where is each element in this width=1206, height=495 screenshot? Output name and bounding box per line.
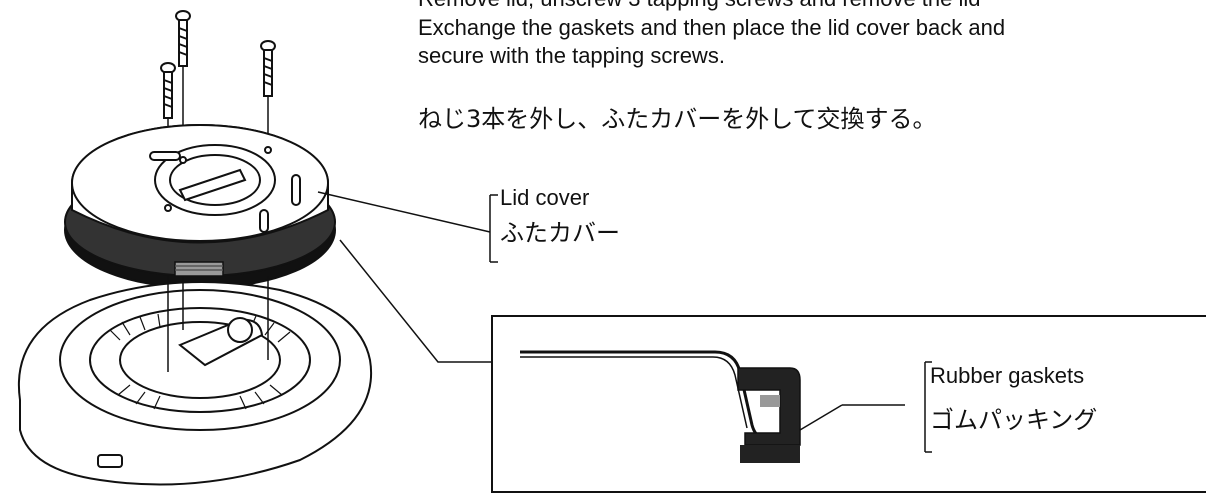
- instruction-line-partial: Remove lid, unscrew 3 tapping screws and…: [418, 0, 981, 12]
- rubber-gaskets-label-jp: ゴムパッキング: [930, 406, 1098, 434]
- instruction-line-2: secure with the tapping screws.: [418, 43, 725, 68]
- instruction-japanese: ねじ3本を外し、ふたカバーを外して交換する。: [418, 105, 937, 133]
- instruction-line-1: Exchange the gaskets and then place the …: [418, 15, 1006, 40]
- lid-cover-label-en: Lid cover: [500, 185, 590, 210]
- rubber-gaskets-label-en: Rubber gaskets: [930, 363, 1085, 388]
- screw-1: [175, 10, 191, 160]
- lid-cover-label-jp: ふたカバー: [500, 219, 620, 247]
- gasket-detail-box: [491, 315, 1206, 493]
- screw-2: [160, 62, 176, 208]
- base-housing: [17, 276, 373, 486]
- gasket-ring: [174, 261, 224, 277]
- lid-cover: [64, 124, 336, 289]
- leader-lines: [317, 191, 498, 363]
